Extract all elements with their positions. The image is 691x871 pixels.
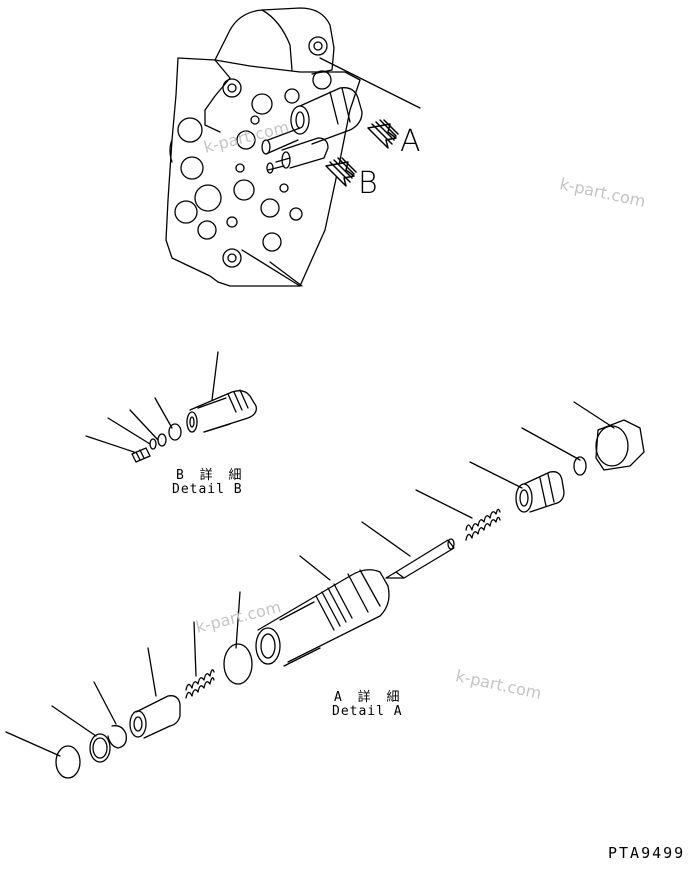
detail-a-assembly <box>5 401 645 779</box>
detail-a-caption-en: Detail A <box>332 704 403 719</box>
detail-b-caption-en: Detail B <box>172 482 243 497</box>
drawing-code: PTA9499 <box>608 844 686 862</box>
arrow-a <box>367 119 399 149</box>
detail-b-assembly <box>85 351 257 463</box>
detail-b-caption-jp: B 詳 細 <box>176 468 246 483</box>
installed-valve-a <box>261 87 363 155</box>
label-a: A <box>400 124 421 159</box>
detail-a-caption-jp: A 詳 細 <box>334 690 404 705</box>
label-b: B <box>358 166 378 201</box>
installed-valve-b <box>266 137 329 174</box>
arrow-b <box>325 157 357 187</box>
